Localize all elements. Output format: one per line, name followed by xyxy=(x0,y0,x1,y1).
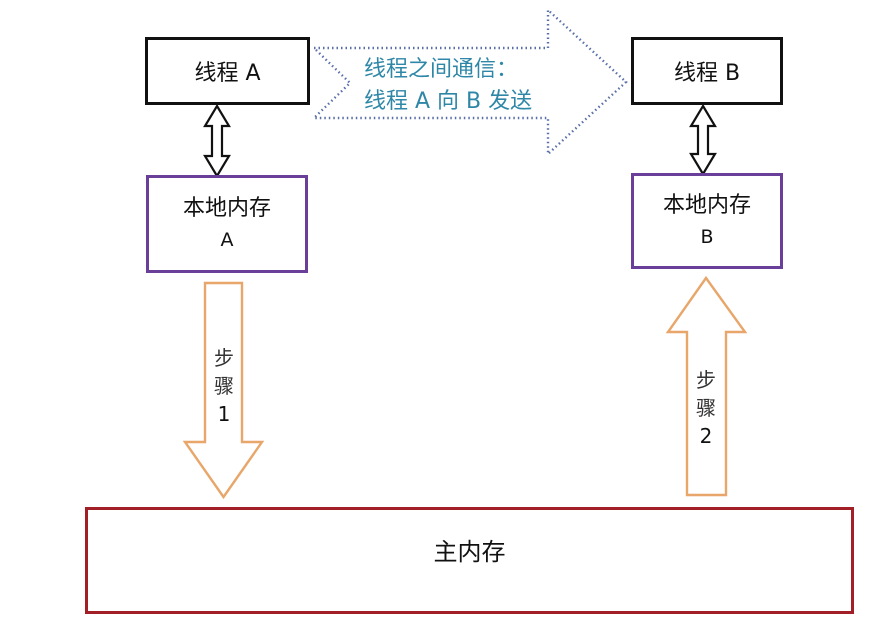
step1-char-2: 骤 xyxy=(214,374,234,398)
local-memory-a-title: 本地内存 xyxy=(182,196,271,222)
step2-arrow xyxy=(665,275,748,497)
double-arrow-a xyxy=(203,103,231,179)
main-memory-label: 主内存 xyxy=(433,538,506,566)
main-memory-box: 主内存 xyxy=(85,507,854,614)
communication-label: 线程之间通信： 线程 A 向 B 发送 xyxy=(364,54,532,118)
step1-arrow xyxy=(182,281,265,500)
local-memory-b-box: 本地内存 B xyxy=(631,173,783,269)
step1-label: 步 骤 1 xyxy=(209,344,239,428)
communication-arrow xyxy=(311,7,628,157)
step1-char-1: 步 xyxy=(214,346,234,370)
local-memory-b-id: B xyxy=(700,226,714,249)
local-memory-a-id: A xyxy=(220,229,234,252)
double-arrow-b xyxy=(689,103,717,177)
step2-char-1: 步 xyxy=(696,368,716,392)
thread-a-box: 线程 A xyxy=(145,37,310,105)
thread-b-label: 线程 B xyxy=(673,61,741,86)
communication-line-2: 线程 A 向 B 发送 xyxy=(364,89,533,114)
local-memory-a-box: 本地内存 A xyxy=(146,175,308,273)
thread-a-label: 线程 A xyxy=(194,61,261,86)
step2-label: 步 骤 2 xyxy=(691,366,721,450)
step1-number: 1 xyxy=(217,402,231,426)
step2-number: 2 xyxy=(699,424,713,448)
thread-b-box: 线程 B xyxy=(631,37,783,105)
local-memory-b-title: 本地内存 xyxy=(662,193,751,219)
communication-line-1: 线程之间通信： xyxy=(364,57,519,82)
step2-char-2: 骤 xyxy=(696,396,716,420)
